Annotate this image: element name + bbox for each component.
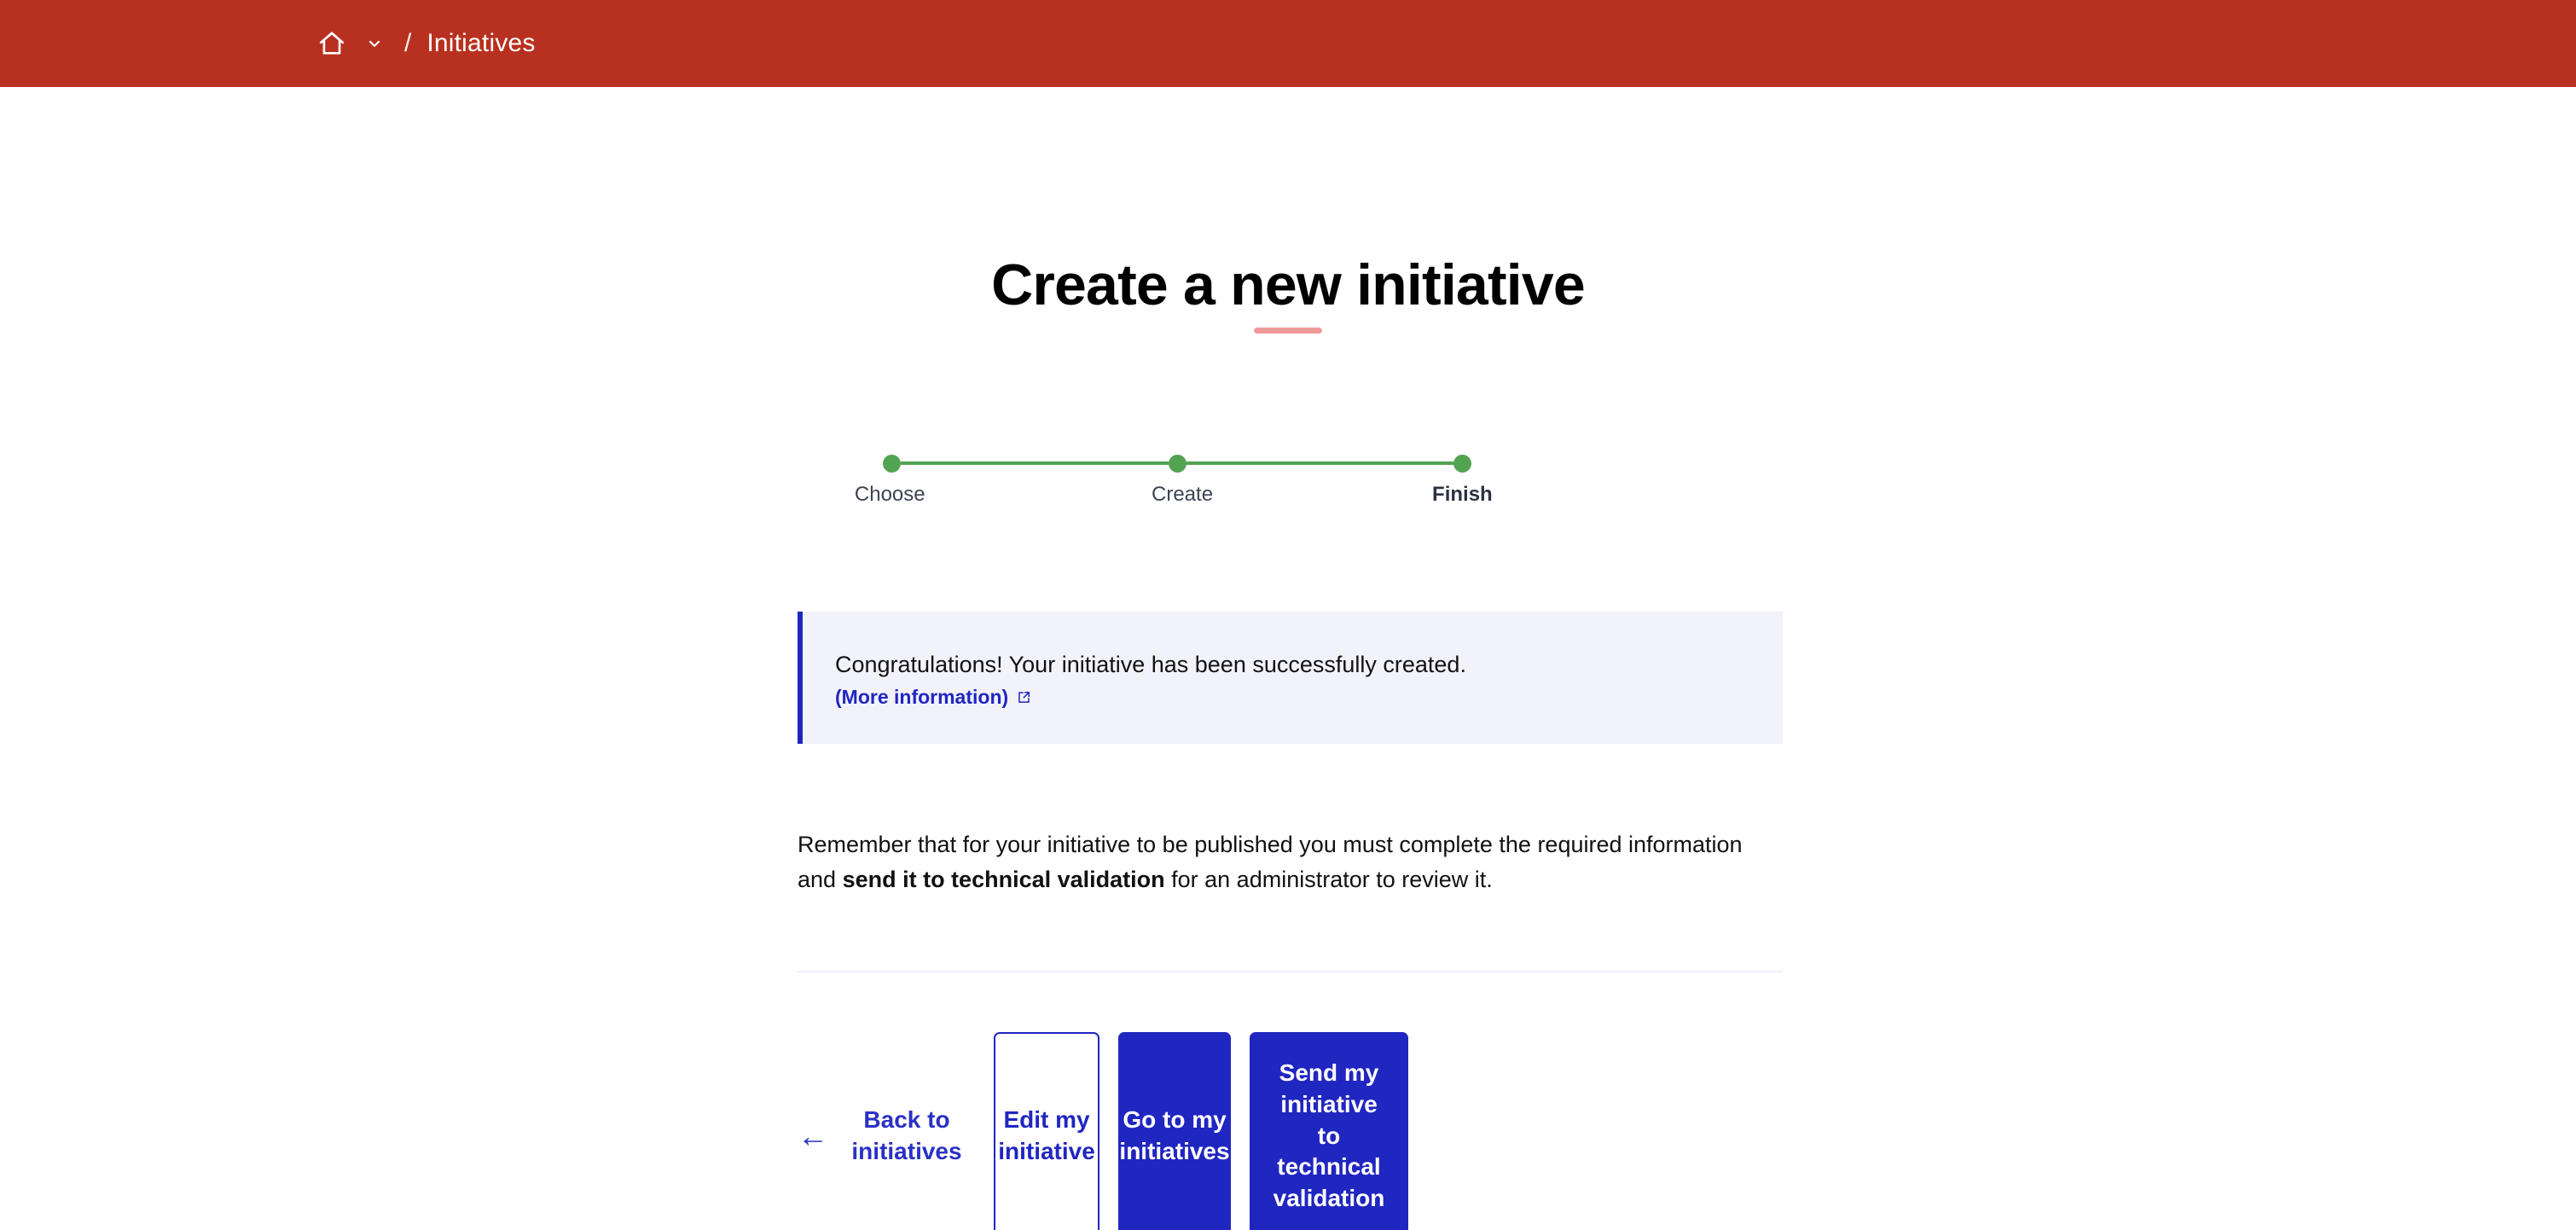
- step-connector-1: [901, 461, 1169, 465]
- step-label-create: Create: [1152, 483, 1214, 506]
- page-title: Create a new initiative: [991, 252, 1586, 317]
- back-to-initiatives-link[interactable]: ← Back to initiatives: [798, 1032, 994, 1230]
- chevron-down-icon[interactable]: [360, 26, 389, 61]
- step-connector-2: [1186, 461, 1453, 465]
- top-navigation-bar: / Initiatives: [0, 0, 2576, 87]
- instructions-bold: send it to technical validation: [842, 867, 1165, 893]
- stepper-labels: Choose Create Finish: [855, 483, 1493, 508]
- back-to-initiatives-label: Back to initiatives: [851, 1106, 962, 1164]
- send-to-technical-validation-button[interactable]: Send my initiative to technical validati…: [1250, 1032, 1408, 1230]
- action-button-row: ← Back to initiatives Edit my initiative…: [798, 1032, 1787, 1230]
- success-message: Congratulations! Your initiative has bee…: [835, 652, 1466, 677]
- stepper-track: [883, 454, 1471, 473]
- instructions-paragraph: Remember that for your initiative to be …: [798, 827, 1787, 897]
- breadcrumb-current-initiatives[interactable]: Initiatives: [426, 29, 536, 57]
- step-dot-finish[interactable]: [1453, 454, 1471, 473]
- edit-my-initiative-button[interactable]: Edit my initiative: [994, 1032, 1099, 1230]
- page-content: Create a new initiative Choose Create Fi…: [0, 87, 2576, 1230]
- instructions-tail: for an administrator to review it.: [1164, 867, 1493, 893]
- go-to-my-initiatives-button[interactable]: Go to my initiatives: [1118, 1032, 1231, 1230]
- step-label-choose: Choose: [854, 483, 925, 506]
- more-information-row[interactable]: (More information): [835, 686, 1031, 710]
- step-dot-create[interactable]: [1168, 454, 1186, 473]
- title-accent-underline: [1254, 328, 1322, 334]
- home-icon[interactable]: [314, 26, 350, 61]
- section-divider: [798, 971, 1783, 972]
- progress-stepper: Choose Create Finish: [855, 454, 1493, 522]
- step-dot-choose[interactable]: [883, 454, 901, 473]
- arrow-left-icon: ←: [798, 1118, 828, 1153]
- external-link-icon: [1015, 690, 1031, 706]
- step-label-finish: Finish: [1432, 483, 1493, 506]
- instructions-lead: Remember that for your initiative to be …: [798, 832, 1743, 893]
- page-title-block: Create a new initiative: [0, 254, 2576, 334]
- more-information-link[interactable]: (More information): [835, 686, 1009, 709]
- breadcrumb-separator: /: [404, 29, 412, 57]
- success-callout: Congratulations! Your initiative has bee…: [798, 612, 1783, 744]
